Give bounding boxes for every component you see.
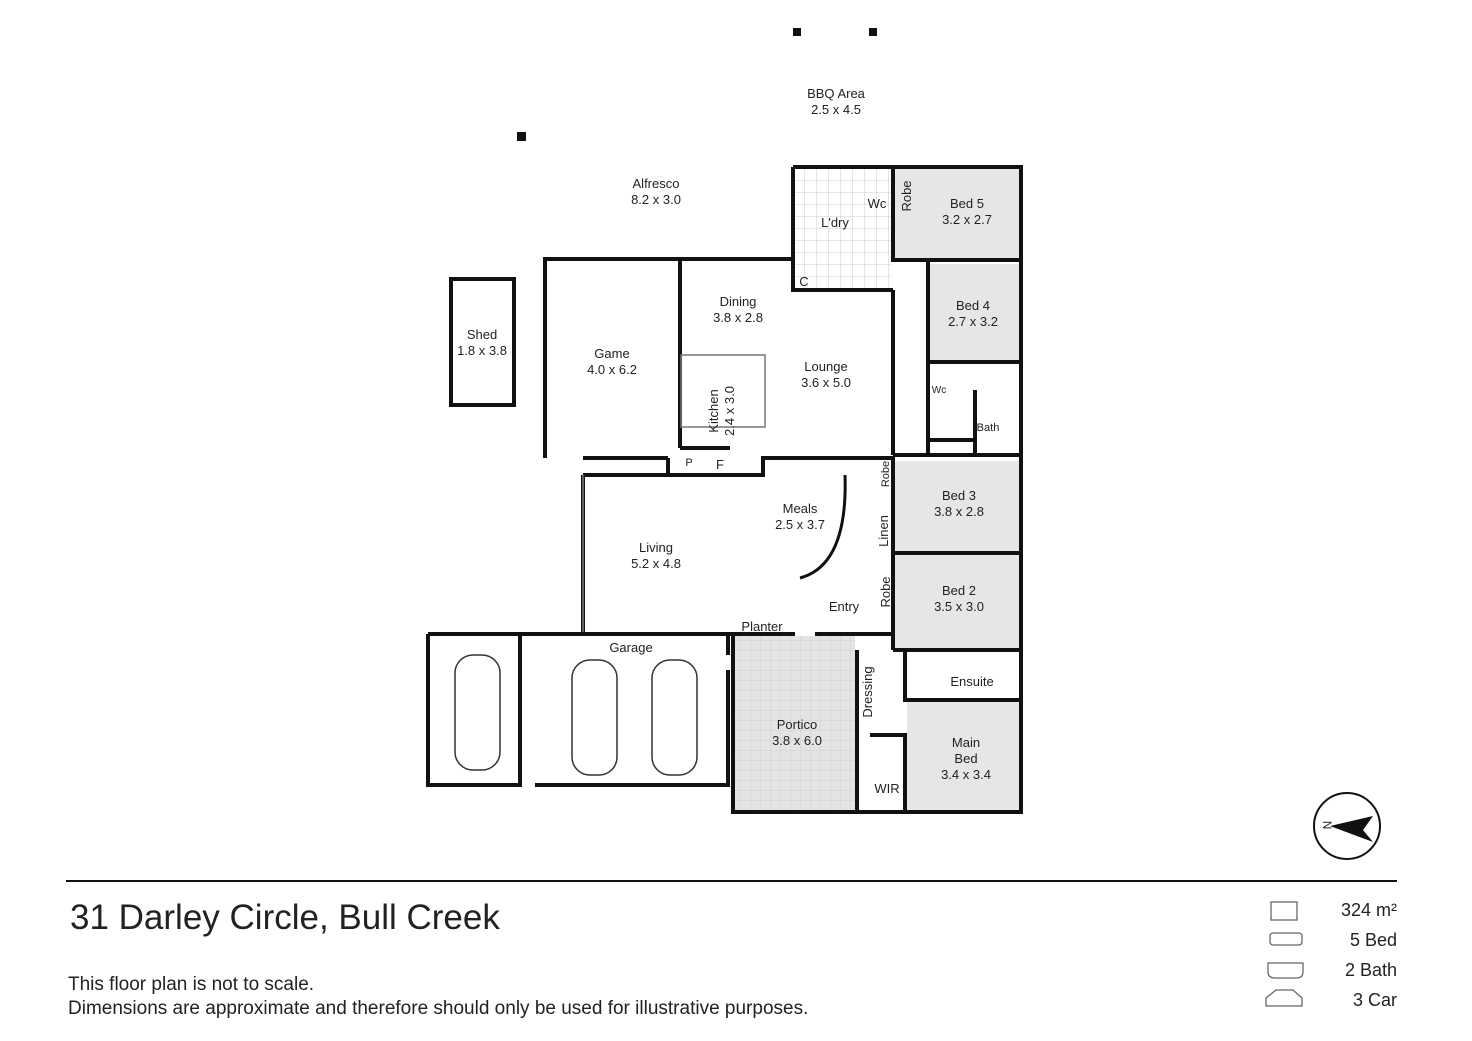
room-wir: WIR (874, 781, 900, 796)
room-wc: Wc (931, 385, 947, 396)
room-dims: 2.5 x 4.5 (811, 102, 861, 117)
room-dims: 5.2 x 4.8 (631, 556, 681, 571)
stat-cars: 3 Car (1352, 990, 1397, 1010)
room-name: Meals (782, 501, 818, 516)
room-dims: 3.8 x 2.8 (713, 310, 763, 325)
room-name: Dining (719, 294, 757, 309)
car-icons (454, 654, 698, 776)
room-pantry: P (685, 457, 693, 469)
area-icon (1270, 901, 1298, 921)
room-wc: Wc (867, 196, 887, 211)
stat-icons (1265, 901, 1304, 1007)
room-garage: Garage (609, 640, 653, 655)
room-entry: Entry (828, 599, 860, 614)
room-robe: Robe (880, 460, 892, 488)
room-dims: 2.5 x 3.7 (775, 517, 825, 532)
room-name: Bed 4 (956, 298, 990, 313)
room-dims: 2.7 x 3.2 (948, 314, 998, 329)
stat-baths: 2 Bath (1344, 960, 1397, 980)
bath-icon (1267, 962, 1304, 979)
room-planter: Planter (741, 619, 783, 634)
room-name: Living (639, 540, 673, 555)
room-name: Shed (466, 327, 498, 342)
room-laundry: L'dry (821, 215, 849, 230)
disclaimer-line: This floor plan is not to scale. (68, 974, 315, 995)
room-name: Bed 3 (942, 488, 976, 503)
room-name: Lounge (804, 359, 848, 374)
kitchen-bench (680, 354, 766, 428)
post-marker (517, 132, 526, 141)
compass (1313, 792, 1381, 860)
room-dims: 8.2 x 3.0 (631, 192, 681, 207)
room-name: Kitchen (706, 389, 721, 433)
post-marker (793, 28, 801, 36)
room-name: Portico (776, 717, 818, 732)
room-name: Alfresco (632, 176, 680, 191)
room-dims: 4.0 x 6.2 (587, 362, 637, 377)
room-fridge: F (716, 457, 724, 472)
room-name: Bed 2 (942, 583, 976, 598)
portico-paving (735, 636, 855, 812)
post-marker (869, 28, 877, 36)
room-dims: 3.2 x 2.7 (942, 212, 992, 227)
room-name: Bed (954, 751, 978, 766)
room-dims: 3.6 x 5.0 (801, 375, 851, 390)
bedroom-fills (893, 169, 1019, 810)
stat-beds: 5 Bed (1349, 930, 1397, 950)
room-dressing: Dressing (860, 666, 875, 718)
walls (426, 165, 1023, 814)
room-linen: Linen (876, 515, 891, 547)
room-robe: Robe (899, 180, 914, 212)
stat-area: 324 m² (1340, 900, 1397, 920)
laundry-floor (795, 169, 891, 289)
room-dims: 2.4 x 3.0 (722, 386, 737, 436)
room-name: BBQ Area (807, 86, 865, 101)
room-ensuite: Ensuite (950, 674, 994, 689)
room-cupboard: C (799, 274, 809, 289)
room-dims: 3.4 x 3.4 (941, 767, 991, 782)
compass-arrow (1330, 816, 1373, 842)
room-name: Game (594, 346, 630, 361)
bed-icon (1269, 932, 1303, 946)
car-icon (1265, 989, 1303, 1007)
room-name: Main (951, 735, 981, 750)
property-address: 31 Darley Circle, Bull Creek (70, 898, 500, 937)
room-dims: 3.5 x 3.0 (934, 599, 984, 614)
room-dims: 1.8 x 3.8 (457, 343, 507, 358)
compass-north-label: N (1320, 820, 1335, 830)
disclaimer-line: Dimensions are approximate and therefore… (68, 998, 809, 1019)
room-dims: 3.8 x 6.0 (772, 733, 822, 748)
room-bath: Bath (976, 422, 1000, 434)
room-name: Bed 5 (950, 196, 984, 211)
meals-curved-wall (799, 474, 847, 580)
room-robe: Robe (878, 576, 893, 608)
room-dims: 3.8 x 2.8 (934, 504, 984, 519)
